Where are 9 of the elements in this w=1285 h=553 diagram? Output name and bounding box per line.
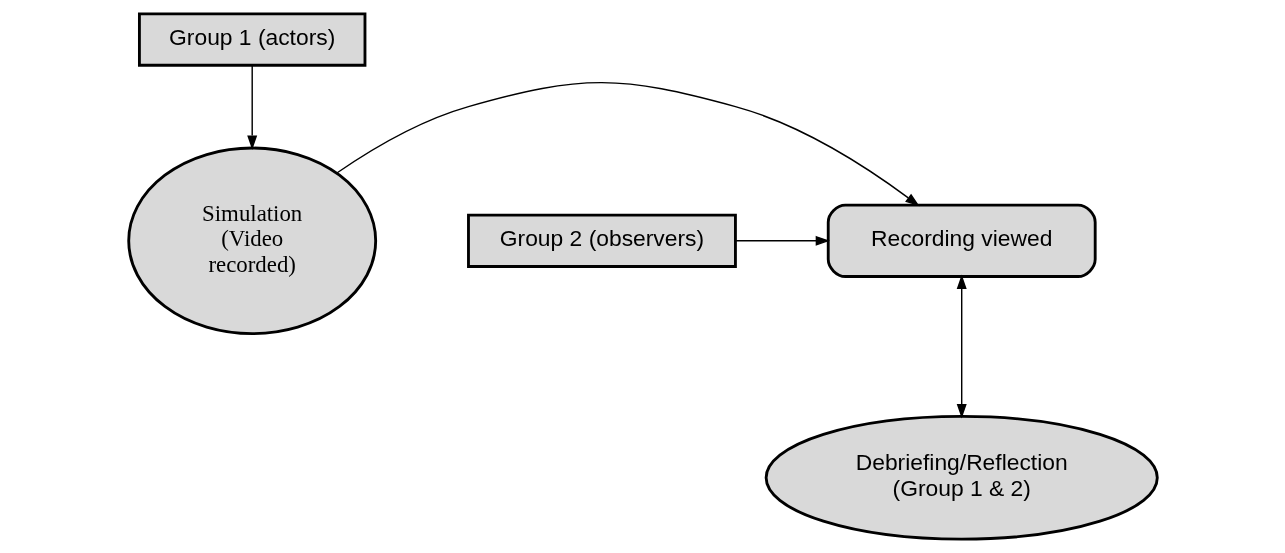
arrow	[335, 81, 920, 207]
node-ellipse: Debriefing/Reflection (Group 1 & 2)	[764, 414, 1159, 541]
node-box: Group 1 (actors)	[137, 12, 366, 67]
node-ellipse: Simulation (Video recorded)	[126, 146, 377, 336]
node-box: Recording viewed	[826, 203, 1097, 278]
arrow	[246, 64, 257, 150]
arrow	[734, 235, 830, 246]
arrow	[956, 274, 967, 419]
node-box: Group 2 (observers)	[466, 213, 737, 268]
